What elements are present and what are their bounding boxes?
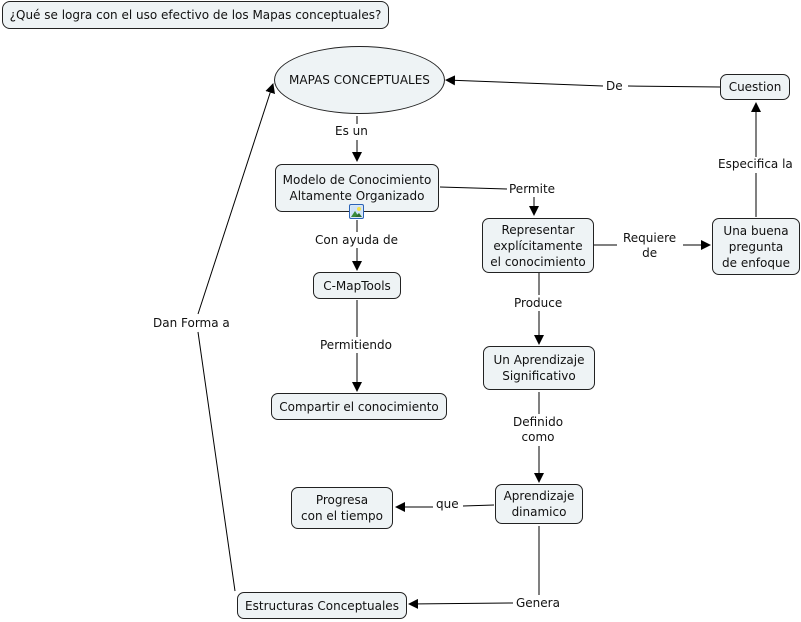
connector-estructuras-danforma: [197, 331, 236, 592]
concept-progresa-tiempo[interactable]: Progresa con el tiempo: [291, 487, 393, 529]
concept-mapas-conceptuales[interactable]: MAPAS CONCEPTUALES: [274, 46, 445, 114]
concept-estructuras-conceptuales[interactable]: Estructuras Conceptuales: [237, 592, 407, 619]
connector-de-mapas: [445, 75, 604, 87]
connector-aprendizajedin-que: [462, 504, 495, 507]
concept-cmaptools[interactable]: C-MapTools: [313, 272, 401, 299]
link-con-ayuda-de[interactable]: Con ayuda de: [313, 233, 400, 248]
link-permite[interactable]: Permite: [507, 182, 558, 197]
image-resource-icon[interactable]: [349, 204, 364, 219]
concept-aprendizaje-significativo[interactable]: Un Aprendizaje Significativo: [483, 346, 595, 390]
concept-pregunta-enfoque[interactable]: Una buena pregunta de enfoque: [712, 218, 800, 275]
link-genera[interactable]: Genera: [514, 596, 562, 611]
connector-cuestion-de: [627, 85, 721, 88]
link-que[interactable]: que: [434, 497, 461, 512]
concept-representar-conocimiento[interactable]: Representar explícitamente el conocimien…: [482, 218, 594, 273]
link-de[interactable]: De: [604, 79, 625, 94]
landscape-icon: [351, 206, 362, 217]
concept-cuestion[interactable]: Cuestion: [720, 74, 790, 100]
link-especifica-la[interactable]: Especifica la: [716, 157, 795, 172]
connector-modelo-permite: [439, 186, 508, 190]
focus-question[interactable]: ¿Qué se logra con el uso efectivo de los…: [2, 1, 389, 29]
connector-danforma-mapas: [197, 83, 275, 315]
concept-aprendizaje-dinamico[interactable]: Aprendizaje dinamico: [495, 484, 583, 524]
link-definido-como[interactable]: Definido como: [511, 415, 566, 445]
link-requiere-de[interactable]: Requiere de: [621, 231, 679, 261]
concept-modelo-conocimiento[interactable]: Modelo de Conocimiento Altamente Organiz…: [275, 164, 439, 212]
link-permitiendo[interactable]: Permitiendo: [318, 338, 394, 353]
link-es-un[interactable]: Es un: [333, 124, 370, 139]
connector-genera-estructuras: [408, 598, 514, 609]
concept-compartir-conocimiento[interactable]: Compartir el conocimiento: [271, 393, 447, 420]
link-dan-forma-a[interactable]: Dan Forma a: [151, 316, 232, 331]
link-produce[interactable]: Produce: [512, 296, 565, 311]
